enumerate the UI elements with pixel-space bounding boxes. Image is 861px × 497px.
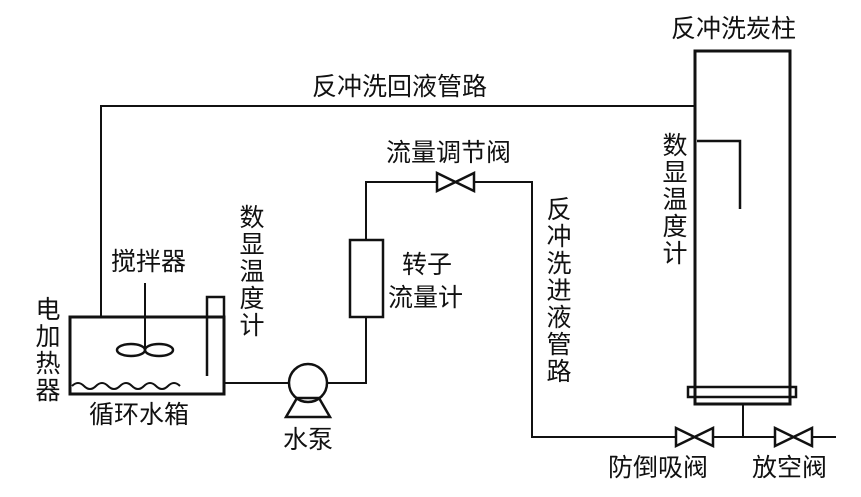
return-pipe: [100, 105, 695, 317]
pipe-pump-rotameter: [327, 317, 367, 384]
pump-base: [283, 396, 333, 419]
pump-label: 水泵: [283, 425, 334, 454]
vent-valve-label: 放空阀: [752, 453, 828, 482]
tank-thermometer-label: 数显温度计: [236, 204, 265, 339]
anti-suction-valve-label: 防倒吸阀: [608, 453, 709, 482]
rotameter: [348, 238, 385, 319]
carbon-column: [693, 49, 792, 406]
circulation-tank: [68, 315, 226, 396]
rotameter-label-line2: 流量计: [388, 283, 464, 312]
heater-label: 电加热器: [32, 296, 61, 404]
stirrer-label: 搅拌器: [111, 247, 187, 276]
pipe-rotameter-valve: [365, 181, 437, 240]
tank-thermometer-probe: [205, 295, 226, 376]
column-thermometer-label: 数显温度计: [659, 132, 688, 267]
inlet-pipe: [474, 181, 676, 438]
column-thermometer-probe: [697, 139, 742, 209]
vent-valve: [773, 426, 814, 448]
stirrer-blade-right: [143, 342, 175, 358]
inlet-line-label: 反冲洗进液管路: [543, 196, 572, 385]
tank-label: 循环水箱: [89, 400, 190, 429]
stirrer-blade-left: [115, 342, 147, 358]
water-surface-wave: [71, 382, 181, 390]
flow-valve-label: 流量调节阀: [386, 138, 512, 167]
column-label: 反冲洗炭柱: [671, 14, 797, 43]
anti-suction-valve: [674, 426, 715, 448]
return-line-label: 反冲洗回液管路: [312, 72, 488, 101]
rotameter-label-line1: 转子: [402, 250, 453, 279]
column-flange: [686, 385, 798, 399]
water-pump: [287, 362, 329, 404]
flow-regulating-valve: [435, 171, 476, 193]
